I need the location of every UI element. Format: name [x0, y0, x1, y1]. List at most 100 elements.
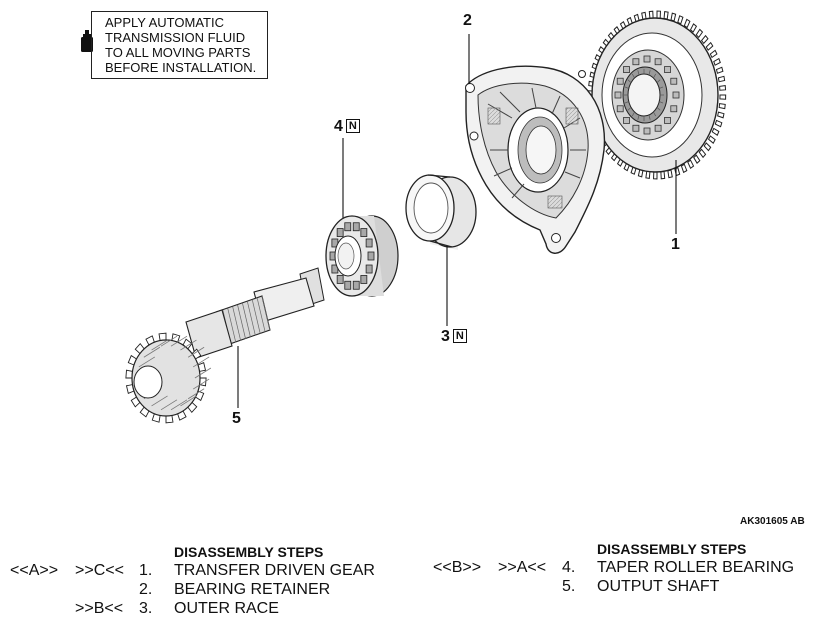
gear-spline: [631, 111, 635, 117]
step-row: 5. OUTPUT SHAFT: [0, 578, 822, 596]
gear-dog: [616, 77, 624, 85]
bearing-roller: [352, 222, 360, 232]
gear-dog: [670, 105, 678, 113]
bearing-roller: [360, 228, 368, 237]
steps-right-title: DISASSEMBLY STEPS: [597, 541, 747, 557]
gear-tooth: [670, 12, 677, 22]
gear-tooth: [707, 135, 716, 144]
step-number: 5.: [562, 578, 576, 595]
callout-2: 2: [463, 12, 472, 30]
gear-tooth: [693, 154, 701, 164]
gear-tooth: [711, 127, 720, 136]
gear-tooth: [687, 159, 695, 169]
bearing-roller: [360, 275, 368, 284]
shaft-spline: [237, 304, 246, 339]
gear-dog: [643, 127, 651, 135]
pinion-helix-line: [180, 395, 197, 407]
step-mark-a: <<A>>: [10, 562, 59, 579]
step-number: 2.: [139, 581, 153, 598]
gear-tooth: [663, 11, 669, 20]
gear-tooth: [653, 171, 658, 180]
step-number: 3.: [139, 600, 153, 617]
gear-tooth: [718, 103, 726, 110]
leader-lines: [237, 34, 677, 408]
oil-bottle-icon: [81, 30, 93, 52]
bearing-roller: [352, 280, 360, 290]
note-line: APPLY AUTOMATIC: [105, 15, 224, 30]
note-line: TRANSMISSION FLUID: [105, 30, 246, 45]
callout-number: 2: [463, 12, 472, 29]
pinion-helix-line: [187, 388, 205, 400]
callout-number: 5: [232, 410, 241, 427]
shaft-spline: [242, 303, 251, 338]
gear-dog: [664, 66, 671, 73]
gear-tooth: [709, 49, 718, 59]
step-label: TRANSFER DRIVEN GEAR: [174, 562, 375, 579]
gear-dog: [632, 124, 640, 132]
exploded-view-diagram: [125, 10, 727, 424]
gear-spline: [659, 101, 664, 104]
pinion-helix-line: [170, 335, 188, 347]
pinion-helix-line: [160, 335, 178, 347]
step-mark-a: <<B>>: [433, 559, 482, 576]
step-number: 1.: [139, 562, 153, 579]
gear-tooth: [719, 85, 727, 91]
callout-number: 1: [671, 236, 680, 253]
pinion-helix-line: [192, 378, 210, 390]
bearing-roller: [336, 275, 344, 284]
gear-tooth: [713, 57, 721, 66]
step-row: >>B<< 3. OUTER RACE: [0, 600, 411, 618]
shaft-spline: [246, 301, 256, 336]
step-label: OUTPUT SHAFT: [597, 578, 720, 595]
pinion-helix-line: [187, 346, 205, 358]
pinion-helix-line: [192, 356, 210, 368]
figure-code: AK301605 AB: [740, 516, 805, 527]
step-mark-b: >>A<<: [498, 559, 547, 576]
atf-note-text: APPLY AUTOMATIC TRANSMISSION FLUID TO AL…: [105, 15, 256, 75]
gear-spline: [627, 107, 632, 111]
gear-spline: [653, 73, 657, 79]
step-label: BEARING RETAINER: [174, 581, 331, 598]
gear-dog: [623, 66, 630, 73]
gear-tooth: [717, 111, 725, 119]
gear-tooth: [667, 169, 673, 179]
gear-dog: [654, 58, 662, 66]
gear-spline: [627, 79, 632, 83]
pinion-helix-line: [194, 367, 212, 379]
gear-tooth: [703, 142, 712, 152]
callout-1: 1: [671, 236, 680, 254]
gear-spline: [659, 86, 664, 89]
outer-race-drawing: [405, 174, 477, 250]
pinion-helix-line: [180, 339, 197, 351]
shaft-spline: [251, 299, 261, 334]
non-reusable-mark: N: [345, 119, 360, 133]
gear-tooth: [717, 75, 726, 83]
step-label: TAPER ROLLER BEARING: [597, 559, 795, 576]
gear-tooth: [715, 66, 724, 74]
step-mark-b: >>C<<: [75, 562, 124, 579]
gear-spline: [656, 107, 661, 111]
output-shaft-drawing: [125, 267, 325, 424]
gear-spline: [653, 111, 657, 117]
gear-dog: [632, 58, 640, 66]
callout-5: 5: [232, 410, 241, 428]
step-row: <<A>> >>C<< 1. TRANSFER DRIVEN GEAR: [0, 562, 411, 580]
bearing-retainer-drawing: [465, 65, 606, 254]
note-line: BEFORE INSTALLATION.: [105, 60, 257, 75]
callout-number: 4: [334, 118, 343, 135]
gear-tooth: [660, 170, 666, 180]
gear-tooth: [705, 41, 714, 51]
gear-tooth: [683, 18, 691, 29]
step-mark-b: >>B<<: [75, 600, 124, 617]
pinion-helix-line: [151, 339, 168, 351]
gear-spline: [624, 101, 629, 104]
bearing-roller: [336, 228, 344, 237]
gear-tooth: [656, 10, 661, 19]
bearing-roller: [365, 264, 373, 274]
gear-spline: [648, 114, 651, 120]
bearing-roller: [365, 238, 373, 248]
gear-tooth: [677, 15, 684, 25]
step-row: <<B>> >>A<< 4. TAPER ROLLER BEARING: [0, 559, 822, 577]
